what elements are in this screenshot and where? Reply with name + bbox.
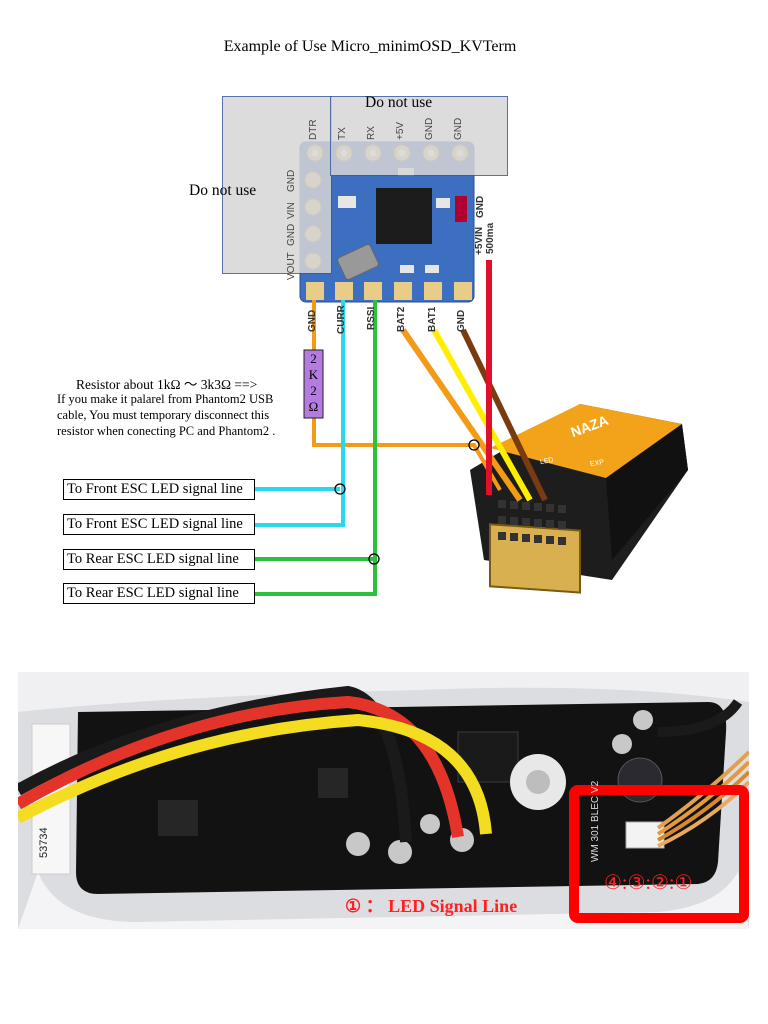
osd-bottom-pads — [306, 282, 472, 300]
resistor-label: Resistor about 1kΩ ～ 3k3Ω ==> — [76, 377, 258, 392]
page-title: Example of Use Micro_minimOSD_KVTerm — [223, 38, 517, 55]
do-not-use-top-area — [330, 96, 508, 176]
naza-controller — [470, 404, 688, 594]
pin-label-bat2: BAT2 — [396, 306, 407, 332]
pin-label-dtr: DTR — [308, 119, 319, 140]
resistor-body — [303, 349, 324, 419]
pin-label-rssi: RSSI — [366, 306, 377, 330]
signal-line-front-2: To Front ESC LED signal line — [63, 514, 255, 535]
pin-order: ④:③:②:① — [604, 872, 693, 894]
junction-gnd — [468, 439, 480, 451]
pin-label-right-gnd: GND — [475, 195, 486, 218]
signal-line-front-1: To Front ESC LED signal line — [63, 479, 255, 500]
highlight-frame — [569, 785, 749, 923]
pin-label-curr: CURR — [336, 305, 347, 334]
do-not-use-left-area — [222, 96, 332, 274]
rssi-wire-green — [255, 300, 377, 596]
board-label: WM 301 BLEC V2 — [590, 780, 601, 862]
signal-line-rear-1: To Rear ESC LED signal line — [63, 549, 255, 570]
pin-label-5v: +5V — [395, 121, 406, 140]
resistor-char: Ω — [308, 399, 319, 414]
pin-label-left-vout: VOUT — [286, 252, 297, 280]
pin-label-right-5vin: +5VIN — [474, 226, 485, 255]
pin-label-right-500ma: 500ma — [485, 222, 496, 254]
pin-label-bat1: BAT1 — [427, 306, 438, 332]
resistor-note-line: If you make it palarel from Phantom2 USB — [57, 392, 274, 406]
do-not-use-top-label: Do not use — [365, 94, 433, 111]
resistor-note: If you make it palarel from Phantom2 USB… — [57, 391, 275, 439]
resistor-char: 2 — [310, 383, 317, 398]
esc-photo: WM 301 BLEC V2 53734 ④:③:②:① ① ： LED Sig… — [18, 672, 749, 929]
pin-label-gnd-top-2: GND — [453, 117, 464, 140]
signal-line-rear-2: To Rear ESC LED signal line — [63, 583, 255, 604]
resistor-value: 2 K 2 Ω — [304, 351, 323, 415]
junction-front — [334, 483, 346, 495]
pin-label-left-gnd-2: GND — [286, 223, 297, 246]
curr-wire-cyan — [255, 300, 345, 527]
wiring-diagram — [255, 141, 688, 596]
resistor-char: 2 — [310, 351, 317, 366]
pin-label-bottom-gnd: GND — [307, 309, 318, 332]
esc-code: 53734 — [38, 827, 50, 858]
pin-label-tx: TX — [337, 127, 348, 140]
pin-label-left-gnd: GND — [286, 169, 297, 192]
resistor-note-line: resistor when conecting PC and Phantom2 … — [57, 424, 276, 438]
gnd-wire-brown — [460, 328, 548, 502]
resistor-char: K — [308, 367, 319, 382]
pin-label-bottom-gnd-2: GND — [456, 309, 467, 332]
pin-label-rx: RX — [366, 126, 377, 140]
bat1-wire-yellow — [431, 328, 533, 502]
led-signal-line-label: ① ： LED Signal Line — [345, 896, 518, 916]
pin-label-gnd-top-1: GND — [424, 117, 435, 140]
junction-rear — [368, 553, 380, 565]
do-not-use-left-label: Do not use — [189, 182, 257, 199]
pin-label-left-vin: VIN — [286, 202, 297, 219]
esc-photo-drawing — [18, 672, 749, 929]
resistor-note-line: cable, You must temporary disconnect thi… — [57, 408, 270, 422]
wires — [255, 260, 548, 596]
bat2-wire-orange — [400, 328, 523, 502]
